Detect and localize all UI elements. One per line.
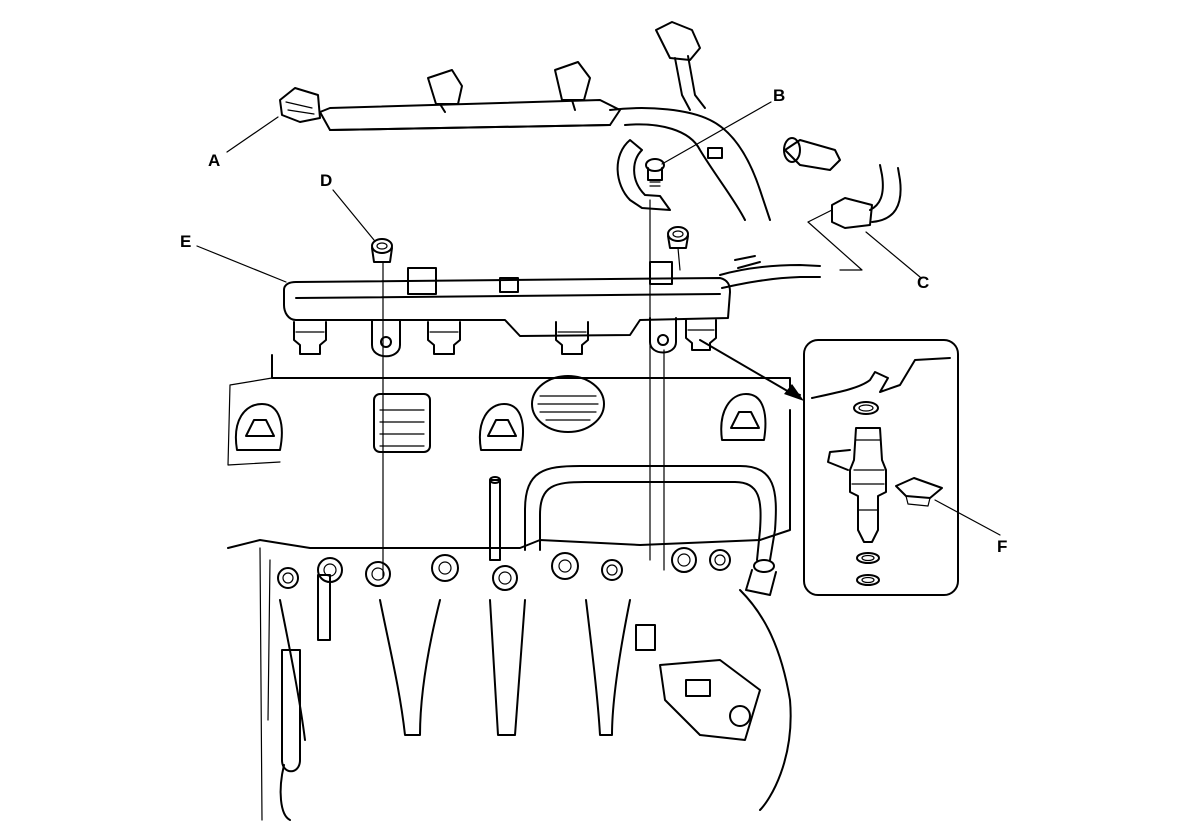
injector — [293, 321, 327, 355]
callout-labels: A B C D E F — [180, 86, 1007, 556]
fuel-line-connector-c — [783, 137, 902, 271]
injector — [427, 321, 461, 355]
injector — [685, 319, 717, 351]
callout-label-c: C — [917, 273, 929, 292]
injector-detail-inset — [803, 339, 959, 596]
injector-wire-harness — [279, 21, 771, 221]
bypass-hose — [524, 465, 777, 596]
assembly-guide-lines — [382, 199, 681, 579]
injector — [555, 321, 589, 355]
callout-label-a: A — [208, 151, 220, 170]
callout-leaders — [196, 101, 1001, 536]
callout-label-e: E — [180, 232, 191, 251]
seal-ring-d — [371, 226, 689, 263]
fuel-rail-e — [283, 255, 821, 358]
engine-head — [227, 354, 801, 821]
callout-label-d: D — [320, 171, 332, 190]
harness-bracket-bolt-b — [645, 158, 665, 187]
callout-label-b: B — [773, 86, 785, 105]
detail-arrow — [699, 339, 804, 401]
callout-label-f: F — [997, 537, 1007, 556]
